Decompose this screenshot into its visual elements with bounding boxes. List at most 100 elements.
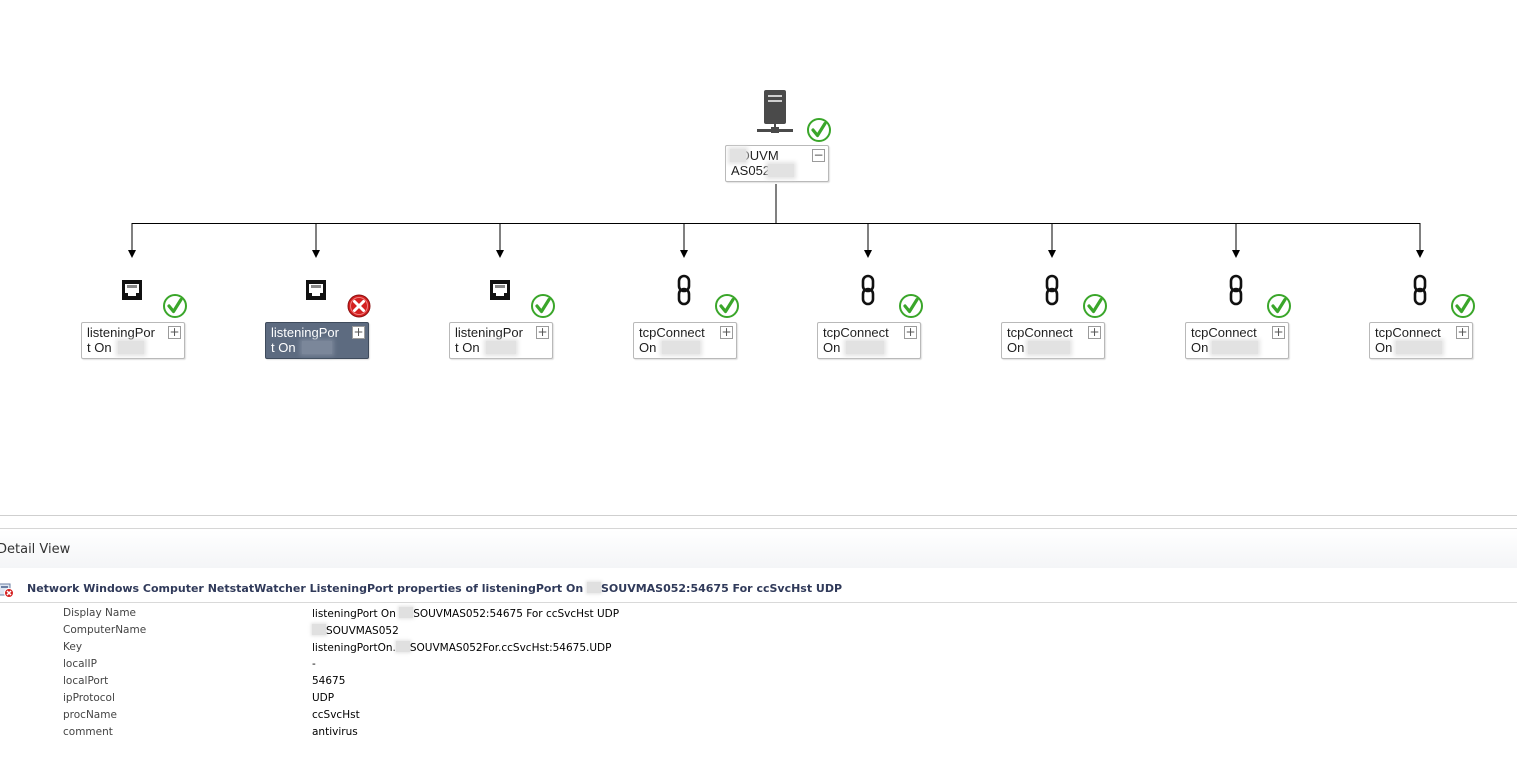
property-row: localPort 54675 [0,675,1517,692]
object-title: Network Windows Computer NetstatWatcher … [27,582,842,595]
node-label-box[interactable]: tcpConnect On+ [1001,322,1105,359]
arrow-head [128,250,136,258]
expand-button[interactable]: + [1272,326,1285,339]
plus-icon: + [1457,325,1468,339]
error-status-icon [347,294,371,318]
property-value: listeningPortOn.SOUVMAS052For.ccSvcHst:5… [312,641,611,654]
node-icon-wrapper [305,279,327,306]
object-title-prefix: Network Windows Computer NetstatWatcher … [27,582,587,595]
healthy-status-icon [807,118,831,142]
arrow-head [1416,250,1424,258]
property-name: Key [63,641,83,653]
node-label-box[interactable]: tcpConnect On+ [633,322,737,359]
healthy-status-icon [163,294,187,318]
arrow-head [680,250,688,258]
redacted-text [399,607,414,618]
node-label: tcpConnect On [1191,325,1257,355]
property-value: antivirus [312,726,358,738]
redacted-text [1028,341,1070,354]
link-icon [1045,274,1059,306]
property-name: localPort [63,675,109,687]
detail-panel: Detail View Network Windows Computer Net… [0,530,1517,764]
expand-button[interactable]: + [1088,326,1101,339]
node-label-box[interactable]: tcpConnect On + [817,322,921,359]
node-icon-wrapper [489,279,511,306]
object-title-row: Network Windows Computer NetstatWatcher … [0,578,1517,603]
redacted-text [118,341,144,354]
node-label-box[interactable]: listeningPor t On + [449,322,553,359]
property-name: procName [63,709,117,721]
property-row: Key listeningPortOn.SOUVMAS052For.ccSvcHs… [0,641,1517,658]
node-label: listeningPor t On [87,325,155,355]
arrow-head [1232,250,1240,258]
healthy-status-icon [715,294,739,318]
node-icon-wrapper [1228,274,1244,311]
healthy-status-icon [899,294,923,318]
property-value-text: SOUVMAS052:54675 For ccSvcHst UDP [413,608,620,620]
expand-button[interactable]: + [1456,326,1469,339]
property-value: 54675 [312,675,345,687]
property-value-prefix: listeningPortOn. [312,642,396,654]
property-value-text: - [312,658,316,670]
connector-lines [128,184,1424,258]
node-icon-wrapper [121,279,143,306]
expand-button[interactable]: + [720,326,733,339]
node-label-box[interactable]: tcpConnect On + [1185,322,1289,359]
detail-header: Detail View [0,530,1517,568]
node-label: listeningPor t On [455,325,523,355]
node-label: tcpConnect On [823,325,889,355]
diagram-view: SOUVM AS052− listeningPor t On + listeningP… [81,88,1475,359]
healthy-status-icon [1083,294,1107,318]
collapse-button[interactable]: − [812,149,825,162]
link-icon [1229,274,1243,306]
detail-view-title: Detail View [0,542,71,557]
node-icon-wrapper [676,274,692,311]
plus-icon: + [721,325,732,339]
redacted-text [395,641,410,652]
redacted-text [1212,341,1258,354]
property-name: localIP [63,658,97,670]
redacted-text [312,624,326,635]
node-label-box[interactable]: SOUVM AS052− [725,145,829,182]
property-value-text: antivirus [312,726,358,738]
property-value: listeningPort On SOUVMAS052:54675 For cc… [312,607,619,620]
property-name: ComputerName [63,624,147,636]
plus-icon: + [905,325,916,339]
plus-icon: + [537,325,548,339]
expand-button[interactable]: + [352,326,365,339]
redacted-text [1396,341,1442,354]
property-row: procName ccSvcHst [0,709,1517,726]
node-label-box[interactable]: listeningPor t On + [81,322,185,359]
redacted-text [730,149,746,162]
node-label-box[interactable]: tcpConnect On + [1369,322,1473,359]
expand-button[interactable]: + [168,326,181,339]
property-name: comment [63,726,113,738]
property-value: ccSvcHst [312,709,360,721]
property-value-text: UDP [312,692,335,704]
expand-button[interactable]: + [904,326,917,339]
arrow-head [864,250,872,258]
link-icon [1413,274,1427,306]
node-icon-wrapper [860,274,876,311]
pane-splitter[interactable] [0,515,1517,529]
node-label: tcpConnect On [1375,325,1441,355]
plus-icon: + [1273,325,1284,339]
node-label-box[interactable]: listeningPor t On+ [265,322,369,359]
node-icon-wrapper [1044,274,1060,311]
redacted-text [587,582,601,593]
link-icon [861,274,875,306]
property-value-prefix: listeningPort On [312,608,400,620]
node-icon-wrapper [757,88,793,141]
server-icon [757,90,793,133]
minus-icon: − [813,148,824,162]
property-value-text: 54675 [312,675,346,687]
expand-button[interactable]: + [536,326,549,339]
network-port-icon [490,280,510,300]
healthy-status-icon [1451,294,1475,318]
healthy-status-icon [1267,294,1291,318]
property-value: - [312,658,316,670]
redacted-text [486,341,516,354]
property-value: UDP [312,692,334,704]
